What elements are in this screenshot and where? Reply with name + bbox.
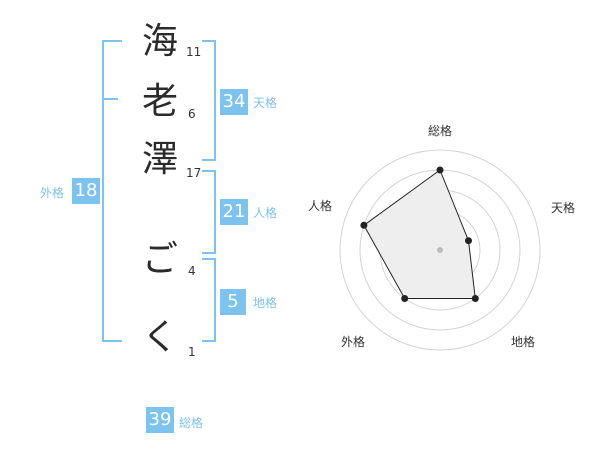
stroke-count-2: 6 — [188, 107, 196, 121]
radar-axis-label-gaikaku: 外格 — [341, 334, 365, 349]
radar-point-4 — [360, 221, 368, 229]
radar-point-0 — [436, 166, 444, 174]
tenkaku-score: 34 — [220, 89, 248, 115]
radar-points — [360, 166, 479, 302]
stroke-count-4: 4 — [188, 264, 196, 278]
name-char-1: 海 — [141, 21, 178, 62]
radar-ring — [339, 149, 541, 351]
soukaku-label: 総格 — [179, 416, 204, 430]
tenkaku-bracket — [202, 40, 216, 161]
name-char-2: 老 — [141, 81, 178, 122]
gaikaku-bracket-tick — [102, 98, 118, 100]
gaikaku-bracket — [102, 40, 122, 342]
radar-point-2 — [471, 295, 479, 302]
jinkaku-bracket — [202, 170, 216, 254]
chikaku-score: 5 — [220, 289, 246, 315]
gaikaku-label: 外格 — [40, 186, 65, 200]
name-char-3: 澤 — [141, 139, 178, 180]
stroke-count-1: 11 — [186, 45, 202, 59]
radar-polygon — [363, 169, 476, 299]
radar-axis-label-jinkaku: 人格 — [308, 198, 332, 213]
name-char-5: く — [141, 317, 178, 358]
stroke-count-5: 1 — [188, 345, 196, 359]
radar-axis-label-soukaku: 総格 — [428, 123, 452, 138]
name-char-4: ご — [141, 239, 178, 280]
gaikaku-score: 18 — [72, 178, 100, 204]
chikaku-label: 地格 — [253, 296, 278, 310]
chikaku-bracket — [202, 258, 216, 342]
soukaku-score: 39 — [146, 407, 174, 433]
radar-axis-label-chikaku: 地格 — [511, 334, 535, 349]
radar-axis-label-tenkaku: 天格 — [551, 200, 575, 215]
radar-chart: 総格 天格 地格 外格 人格 — [308, 123, 575, 351]
stroke-count-3: 17 — [186, 166, 202, 180]
jinkaku-score: 21 — [220, 199, 248, 225]
radar-center-dot — [437, 247, 443, 253]
radar-point-1 — [465, 237, 472, 245]
tenkaku-label: 天格 — [253, 96, 278, 110]
radar-point-3 — [401, 295, 409, 302]
jinkaku-label: 人格 — [253, 206, 278, 220]
